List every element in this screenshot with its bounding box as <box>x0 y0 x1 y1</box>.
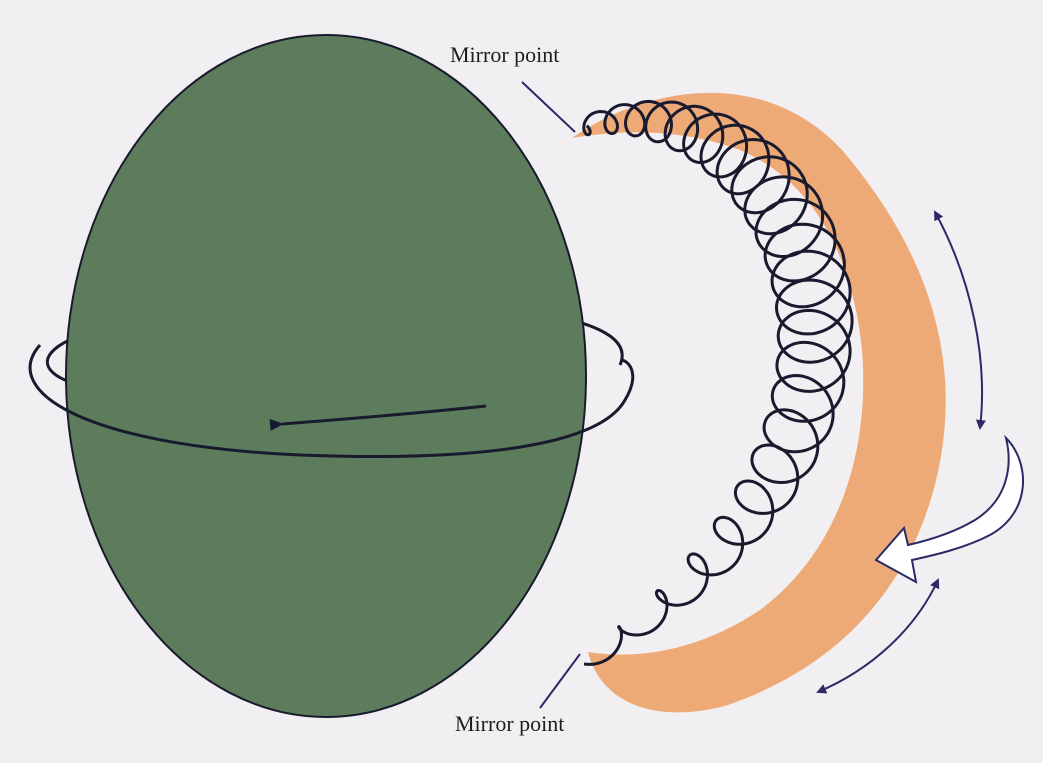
mirror-point-top-leader <box>522 82 575 132</box>
mirror-point-label-top: Mirror point <box>450 42 559 68</box>
mirror-point-label-bottom: Mirror point <box>455 711 564 737</box>
planet <box>66 35 586 717</box>
mirror-point-bottom-leader <box>540 654 580 708</box>
